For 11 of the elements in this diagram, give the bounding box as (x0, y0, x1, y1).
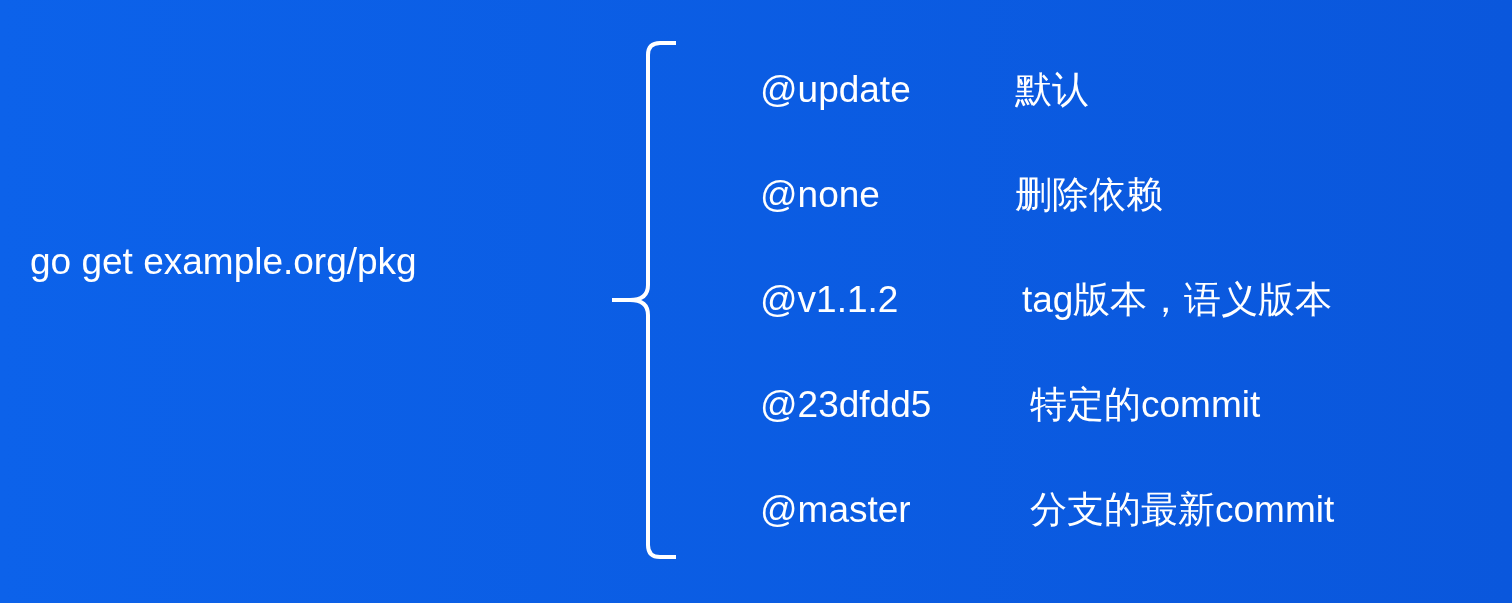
description-text: tag版本，语义版本 (1022, 278, 1333, 322)
description-text: 特定的commit (1030, 383, 1261, 427)
option-text: @23dfdd5 (760, 383, 932, 427)
option-text: @none (760, 173, 880, 217)
option-text: @master (760, 488, 911, 532)
description-text: 分支的最新commit (1030, 488, 1335, 532)
option-text: @v1.1.2 (760, 278, 899, 322)
command-text: go get example.org/pkg (30, 240, 417, 284)
option-text: @update (760, 68, 911, 112)
description-text: 删除依赖 (1015, 173, 1163, 217)
description-text: 默认 (1015, 68, 1089, 112)
